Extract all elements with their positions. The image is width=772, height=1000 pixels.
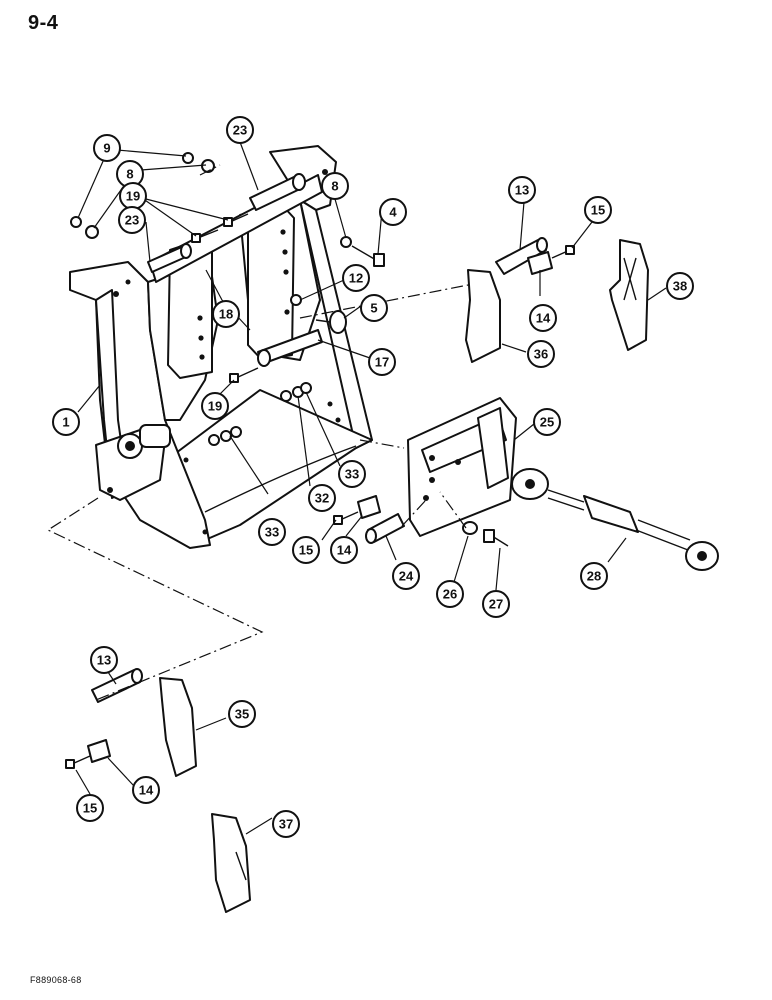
callout-25: 25 bbox=[533, 408, 561, 436]
svg-text:35: 35 bbox=[235, 707, 249, 722]
svg-text:37: 37 bbox=[279, 817, 293, 832]
svg-text:17: 17 bbox=[375, 355, 389, 370]
callout-15: 15 bbox=[292, 536, 320, 564]
svg-text:23: 23 bbox=[233, 123, 247, 138]
callout-8: 8 bbox=[321, 172, 349, 200]
callout-27: 27 bbox=[482, 590, 510, 618]
svg-text:15: 15 bbox=[83, 801, 97, 816]
callout-36: 36 bbox=[527, 340, 555, 368]
svg-text:15: 15 bbox=[299, 543, 313, 558]
svg-text:38: 38 bbox=[673, 279, 687, 294]
callout-32: 32 bbox=[308, 484, 336, 512]
svg-text:14: 14 bbox=[139, 783, 154, 798]
svg-text:13: 13 bbox=[97, 653, 111, 668]
callout-23: 23 bbox=[226, 116, 254, 144]
figure-code: F889068-68 bbox=[30, 975, 82, 985]
svg-text:4: 4 bbox=[389, 205, 397, 220]
callout-9: 9 bbox=[93, 134, 121, 162]
svg-text:19: 19 bbox=[126, 189, 140, 204]
callout-19: 19 bbox=[119, 182, 147, 210]
svg-text:36: 36 bbox=[534, 347, 548, 362]
callout-37: 37 bbox=[272, 810, 300, 838]
svg-text:9: 9 bbox=[103, 141, 110, 156]
callout-14: 14 bbox=[132, 776, 160, 804]
svg-text:12: 12 bbox=[349, 271, 363, 286]
main-frame bbox=[69, 145, 373, 549]
callout-24: 24 bbox=[392, 562, 420, 590]
callout-17: 17 bbox=[368, 348, 396, 376]
svg-text:5: 5 bbox=[370, 301, 377, 316]
callout-19: 19 bbox=[201, 392, 229, 420]
svg-text:13: 13 bbox=[515, 183, 529, 198]
callout-1: 1 bbox=[52, 408, 80, 436]
callout-18: 18 bbox=[212, 300, 240, 328]
callout-15: 15 bbox=[76, 794, 104, 822]
svg-text:14: 14 bbox=[337, 543, 352, 558]
callout-28: 28 bbox=[580, 562, 608, 590]
svg-text:32: 32 bbox=[315, 491, 329, 506]
svg-text:19: 19 bbox=[208, 399, 222, 414]
svg-text:25: 25 bbox=[540, 415, 554, 430]
svg-text:8: 8 bbox=[331, 179, 338, 194]
svg-text:18: 18 bbox=[219, 307, 233, 322]
upper-hardware bbox=[70, 152, 385, 446]
callout-13: 13 bbox=[90, 646, 118, 674]
svg-text:1: 1 bbox=[62, 415, 69, 430]
callout-15: 15 bbox=[584, 196, 612, 224]
callout-33: 33 bbox=[258, 518, 286, 546]
assembly-lines bbox=[46, 164, 469, 701]
callout-14: 14 bbox=[529, 304, 557, 332]
svg-text:8: 8 bbox=[126, 167, 133, 182]
callout-35: 35 bbox=[228, 700, 256, 728]
callout-12: 12 bbox=[342, 264, 370, 292]
callout-26: 26 bbox=[436, 580, 464, 608]
callout-14: 14 bbox=[330, 536, 358, 564]
right-parts bbox=[333, 237, 719, 571]
svg-text:14: 14 bbox=[536, 311, 551, 326]
callout-33: 33 bbox=[338, 460, 366, 488]
callout-23: 23 bbox=[118, 206, 146, 234]
callout-4: 4 bbox=[379, 198, 407, 226]
svg-text:23: 23 bbox=[125, 213, 139, 228]
svg-text:27: 27 bbox=[489, 597, 503, 612]
svg-text:15: 15 bbox=[591, 203, 605, 218]
callout-38: 38 bbox=[666, 272, 694, 300]
callout-5: 5 bbox=[360, 294, 388, 322]
lower-parts bbox=[65, 668, 251, 913]
svg-text:33: 33 bbox=[345, 467, 359, 482]
svg-text:33: 33 bbox=[265, 525, 279, 540]
svg-text:26: 26 bbox=[443, 587, 457, 602]
page-number: 9-4 bbox=[28, 12, 59, 34]
svg-text:28: 28 bbox=[587, 569, 601, 584]
svg-text:24: 24 bbox=[399, 569, 414, 584]
callout-13: 13 bbox=[508, 176, 536, 204]
